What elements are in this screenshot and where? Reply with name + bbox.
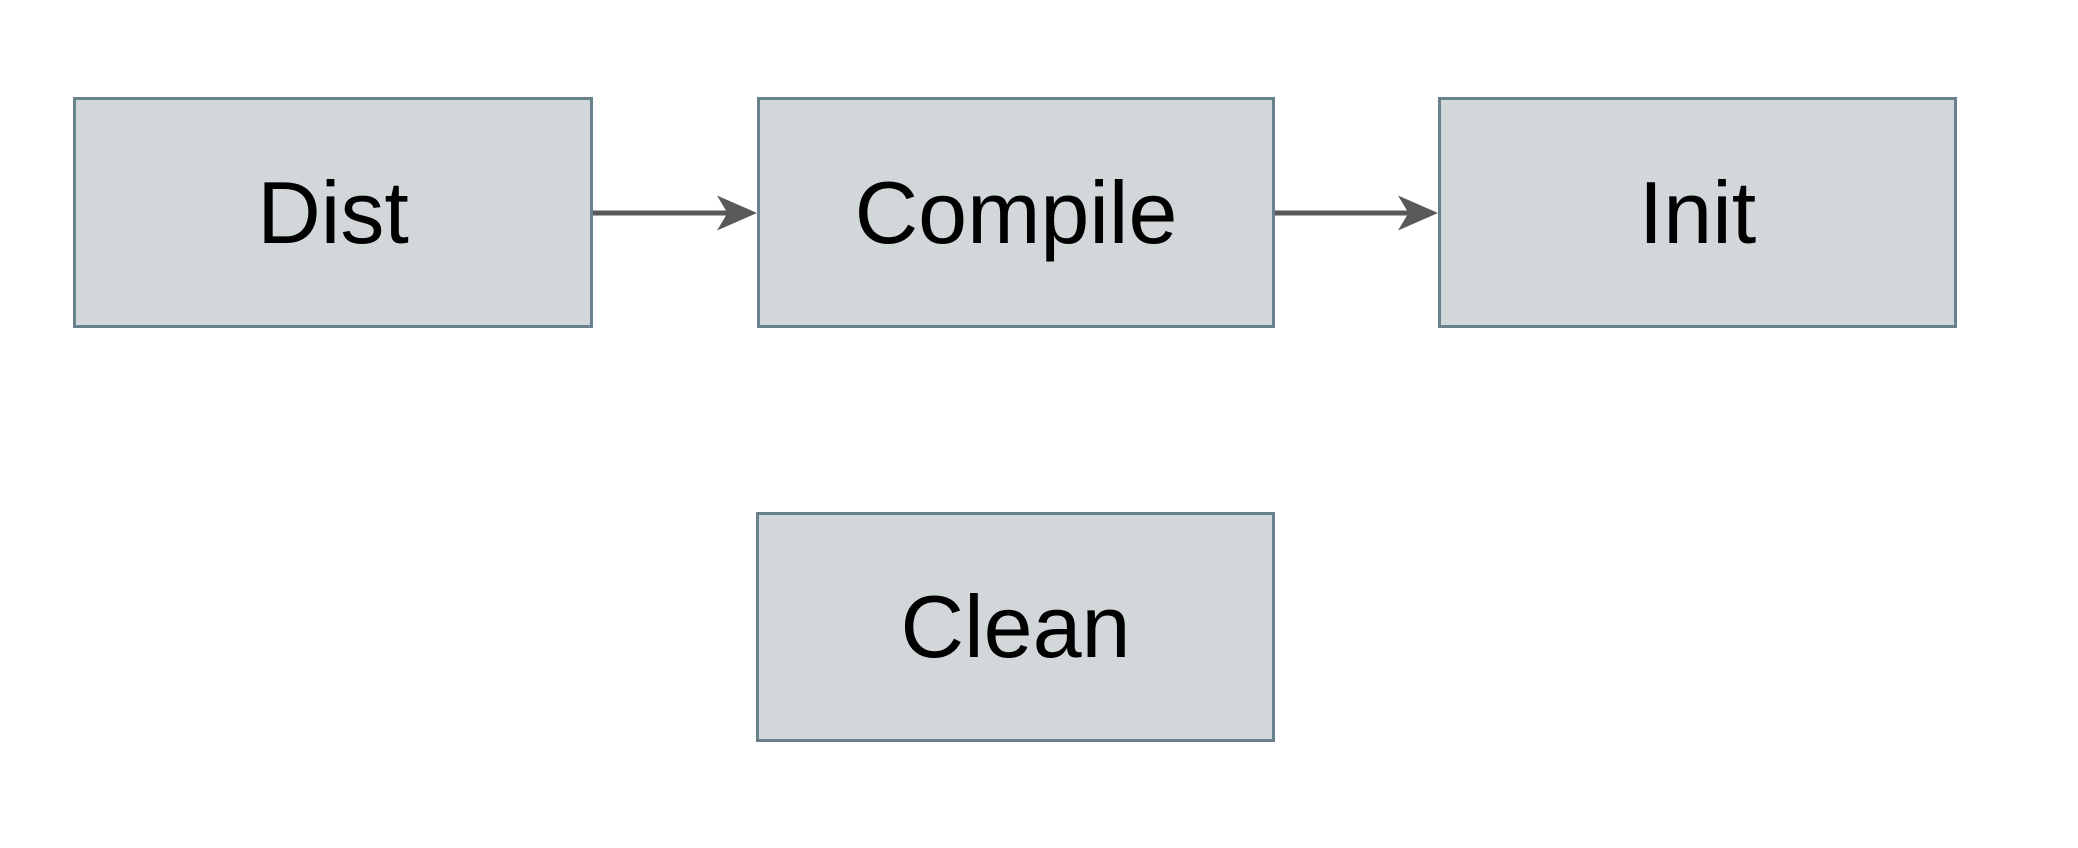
- node-compile-label: Compile: [854, 162, 1178, 262]
- node-compile[interactable]: Compile: [757, 97, 1275, 328]
- arrow-dist-to-compile[interactable]: [593, 195, 757, 231]
- arrow-head-icon: [1398, 195, 1438, 231]
- node-init[interactable]: Init: [1438, 97, 1957, 328]
- node-dist-label: Dist: [257, 162, 409, 262]
- node-dist[interactable]: Dist: [73, 97, 593, 328]
- node-clean-label: Clean: [900, 577, 1131, 676]
- arrow-head-icon: [717, 195, 757, 231]
- arrow-compile-to-init[interactable]: [1275, 195, 1438, 231]
- node-init-label: Init: [1638, 162, 1757, 262]
- node-clean[interactable]: Clean: [756, 512, 1275, 742]
